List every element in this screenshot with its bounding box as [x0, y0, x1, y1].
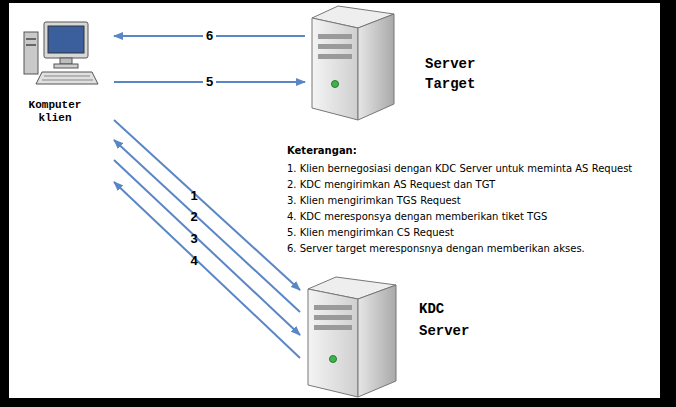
note-line: 2. KDC mengirimkan AS Request dan TGT [287, 177, 659, 193]
server-icon [304, 275, 400, 399]
notes-block: Keterangan: 1. Klien bernegosiasi dengan … [287, 143, 659, 257]
arrow-connector [114, 120, 300, 290]
server-node: KDC Server [300, 270, 490, 398]
computer-icon [22, 18, 102, 88]
step-number: 5 [203, 75, 216, 89]
note-line: 1. Klien bernegosiasi dengan KDC Server … [287, 161, 659, 177]
note-line: 6. Server target meresponsnya dengan mem… [287, 241, 659, 257]
note-line: 4. KDC meresponsya dengan memberikan tik… [287, 209, 659, 225]
step-number: 3 [188, 232, 201, 246]
client-node: Komputer klien [18, 15, 114, 185]
note-line: 3. Klien mengirimkan TGS Request [287, 193, 659, 209]
arrow-connector [114, 160, 300, 335]
node-label: KDC Server [419, 298, 485, 342]
node-label: Komputer klien [20, 99, 90, 125]
node-label: Server Target [425, 54, 491, 94]
notes-heading: Keterangan: [287, 143, 659, 159]
server-icon [308, 4, 398, 124]
arrow-connector [114, 182, 300, 358]
step-number: 4 [188, 254, 201, 268]
step-number: 2 [188, 210, 201, 224]
note-line: 5. Klien mengirimkan CS Request [287, 225, 659, 241]
step-number: 6 [203, 29, 216, 43]
server-node: Server Target [305, 5, 495, 125]
step-number: 1 [188, 189, 201, 203]
arrow-connector [114, 140, 300, 312]
